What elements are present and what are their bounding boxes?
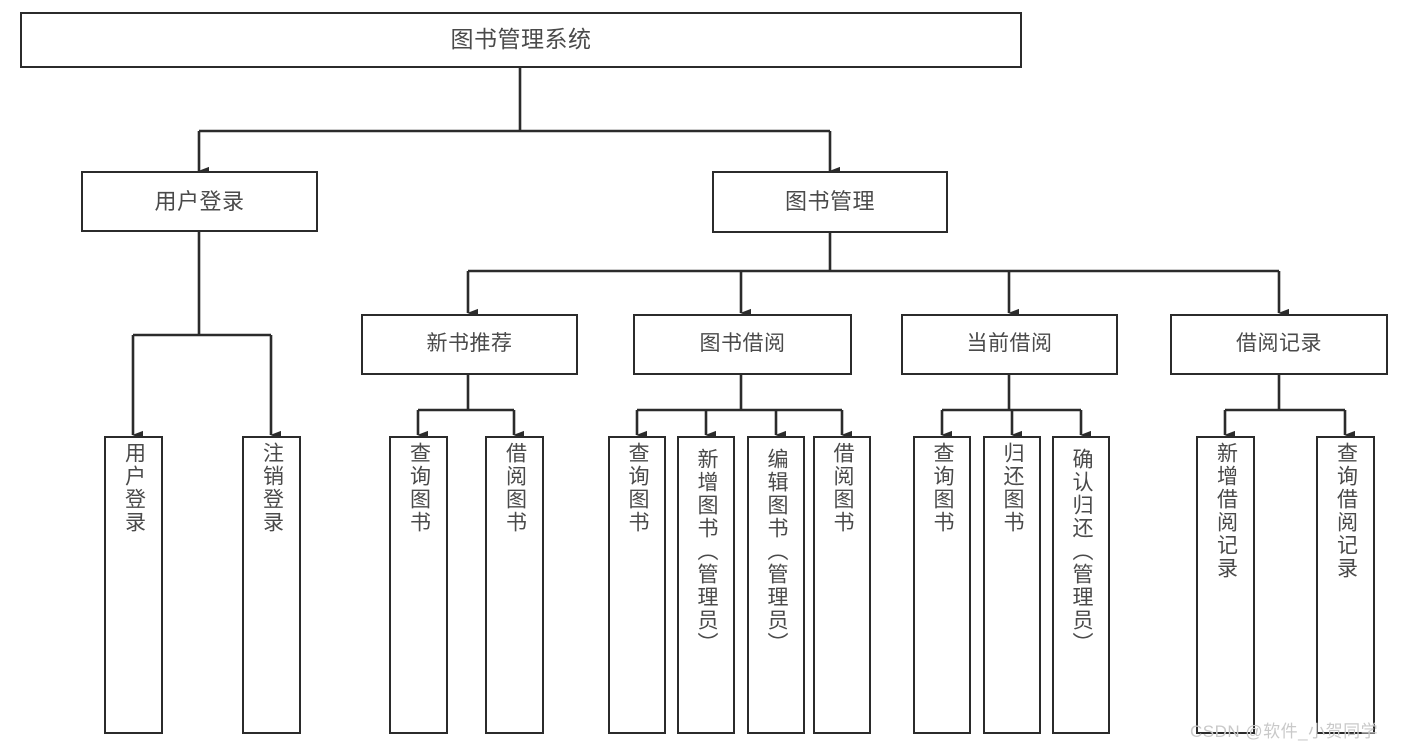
node-label: 查询图书: [931, 442, 955, 534]
node-label: 图书借阅: [699, 332, 786, 356]
leaf-user-login[interactable]: 用户登录: [104, 436, 163, 734]
node-label: 借阅图书: [503, 442, 527, 534]
connector-group-book-management: [466, 233, 1290, 318]
connector-group-user-login: [131, 232, 282, 440]
node-root-library-system[interactable]: 图书管理系统: [20, 12, 1022, 68]
node-label: 图书管理系统: [450, 26, 592, 53]
connector-group-root: [197, 68, 841, 176]
leaf-return-book[interactable]: 归还图书: [983, 436, 1041, 734]
node-label: 归还图书: [1001, 442, 1025, 534]
node-book-borrow[interactable]: 图书借阅: [633, 314, 852, 375]
node-label: 查询图书: [407, 442, 431, 534]
node-label: 新增图书（管理员）: [695, 448, 719, 655]
node-label: 新增借阅记录: [1214, 442, 1238, 580]
node-new-book-recommend[interactable]: 新书推荐: [361, 314, 578, 375]
node-current-borrow[interactable]: 当前借阅: [901, 314, 1118, 375]
node-label: 查询借阅记录: [1334, 442, 1358, 580]
leaf-logout-login[interactable]: 注销登录: [242, 436, 301, 734]
connector-group-current-borrow: [940, 375, 1092, 440]
node-label: 注销登录: [260, 442, 284, 534]
node-user-login[interactable]: 用户登录: [81, 171, 318, 232]
leaf-borrow-book[interactable]: 借阅图书: [813, 436, 871, 734]
leaf-borrow-book-newbook[interactable]: 借阅图书: [485, 436, 544, 734]
leaf-confirm-return-admin[interactable]: 确认归还（管理员）: [1052, 436, 1110, 734]
connector-group-borrow-record: [1223, 375, 1356, 440]
node-label: 新书推荐: [426, 332, 513, 356]
leaf-query-book-borrow[interactable]: 查询图书: [608, 436, 666, 734]
node-label: 查询图书: [626, 442, 650, 534]
node-label: 用户登录: [122, 442, 146, 534]
node-label: 借阅记录: [1236, 332, 1322, 356]
connector-group-book-borrow: [635, 375, 853, 440]
leaf-edit-book-admin[interactable]: 编辑图书（管理员）: [747, 436, 805, 734]
node-label: 当前借阅: [966, 332, 1053, 356]
node-borrow-record[interactable]: 借阅记录: [1170, 314, 1388, 375]
leaf-add-book-admin[interactable]: 新增图书（管理员）: [677, 436, 735, 734]
leaf-add-borrow-record[interactable]: 新增借阅记录: [1196, 436, 1255, 734]
leaf-query-book-current[interactable]: 查询图书: [913, 436, 971, 734]
node-book-management[interactable]: 图书管理: [712, 171, 948, 233]
leaf-query-book-newbook[interactable]: 查询图书: [389, 436, 448, 734]
node-label: 借阅图书: [831, 442, 855, 534]
leaf-query-borrow-record[interactable]: 查询借阅记录: [1316, 436, 1375, 734]
connector-group-new-book: [416, 375, 525, 440]
node-label: 图书管理: [784, 189, 875, 215]
node-label: 用户登录: [154, 188, 245, 214]
node-label: 编辑图书（管理员）: [765, 448, 789, 655]
node-label: 确认归还（管理员）: [1070, 448, 1094, 655]
